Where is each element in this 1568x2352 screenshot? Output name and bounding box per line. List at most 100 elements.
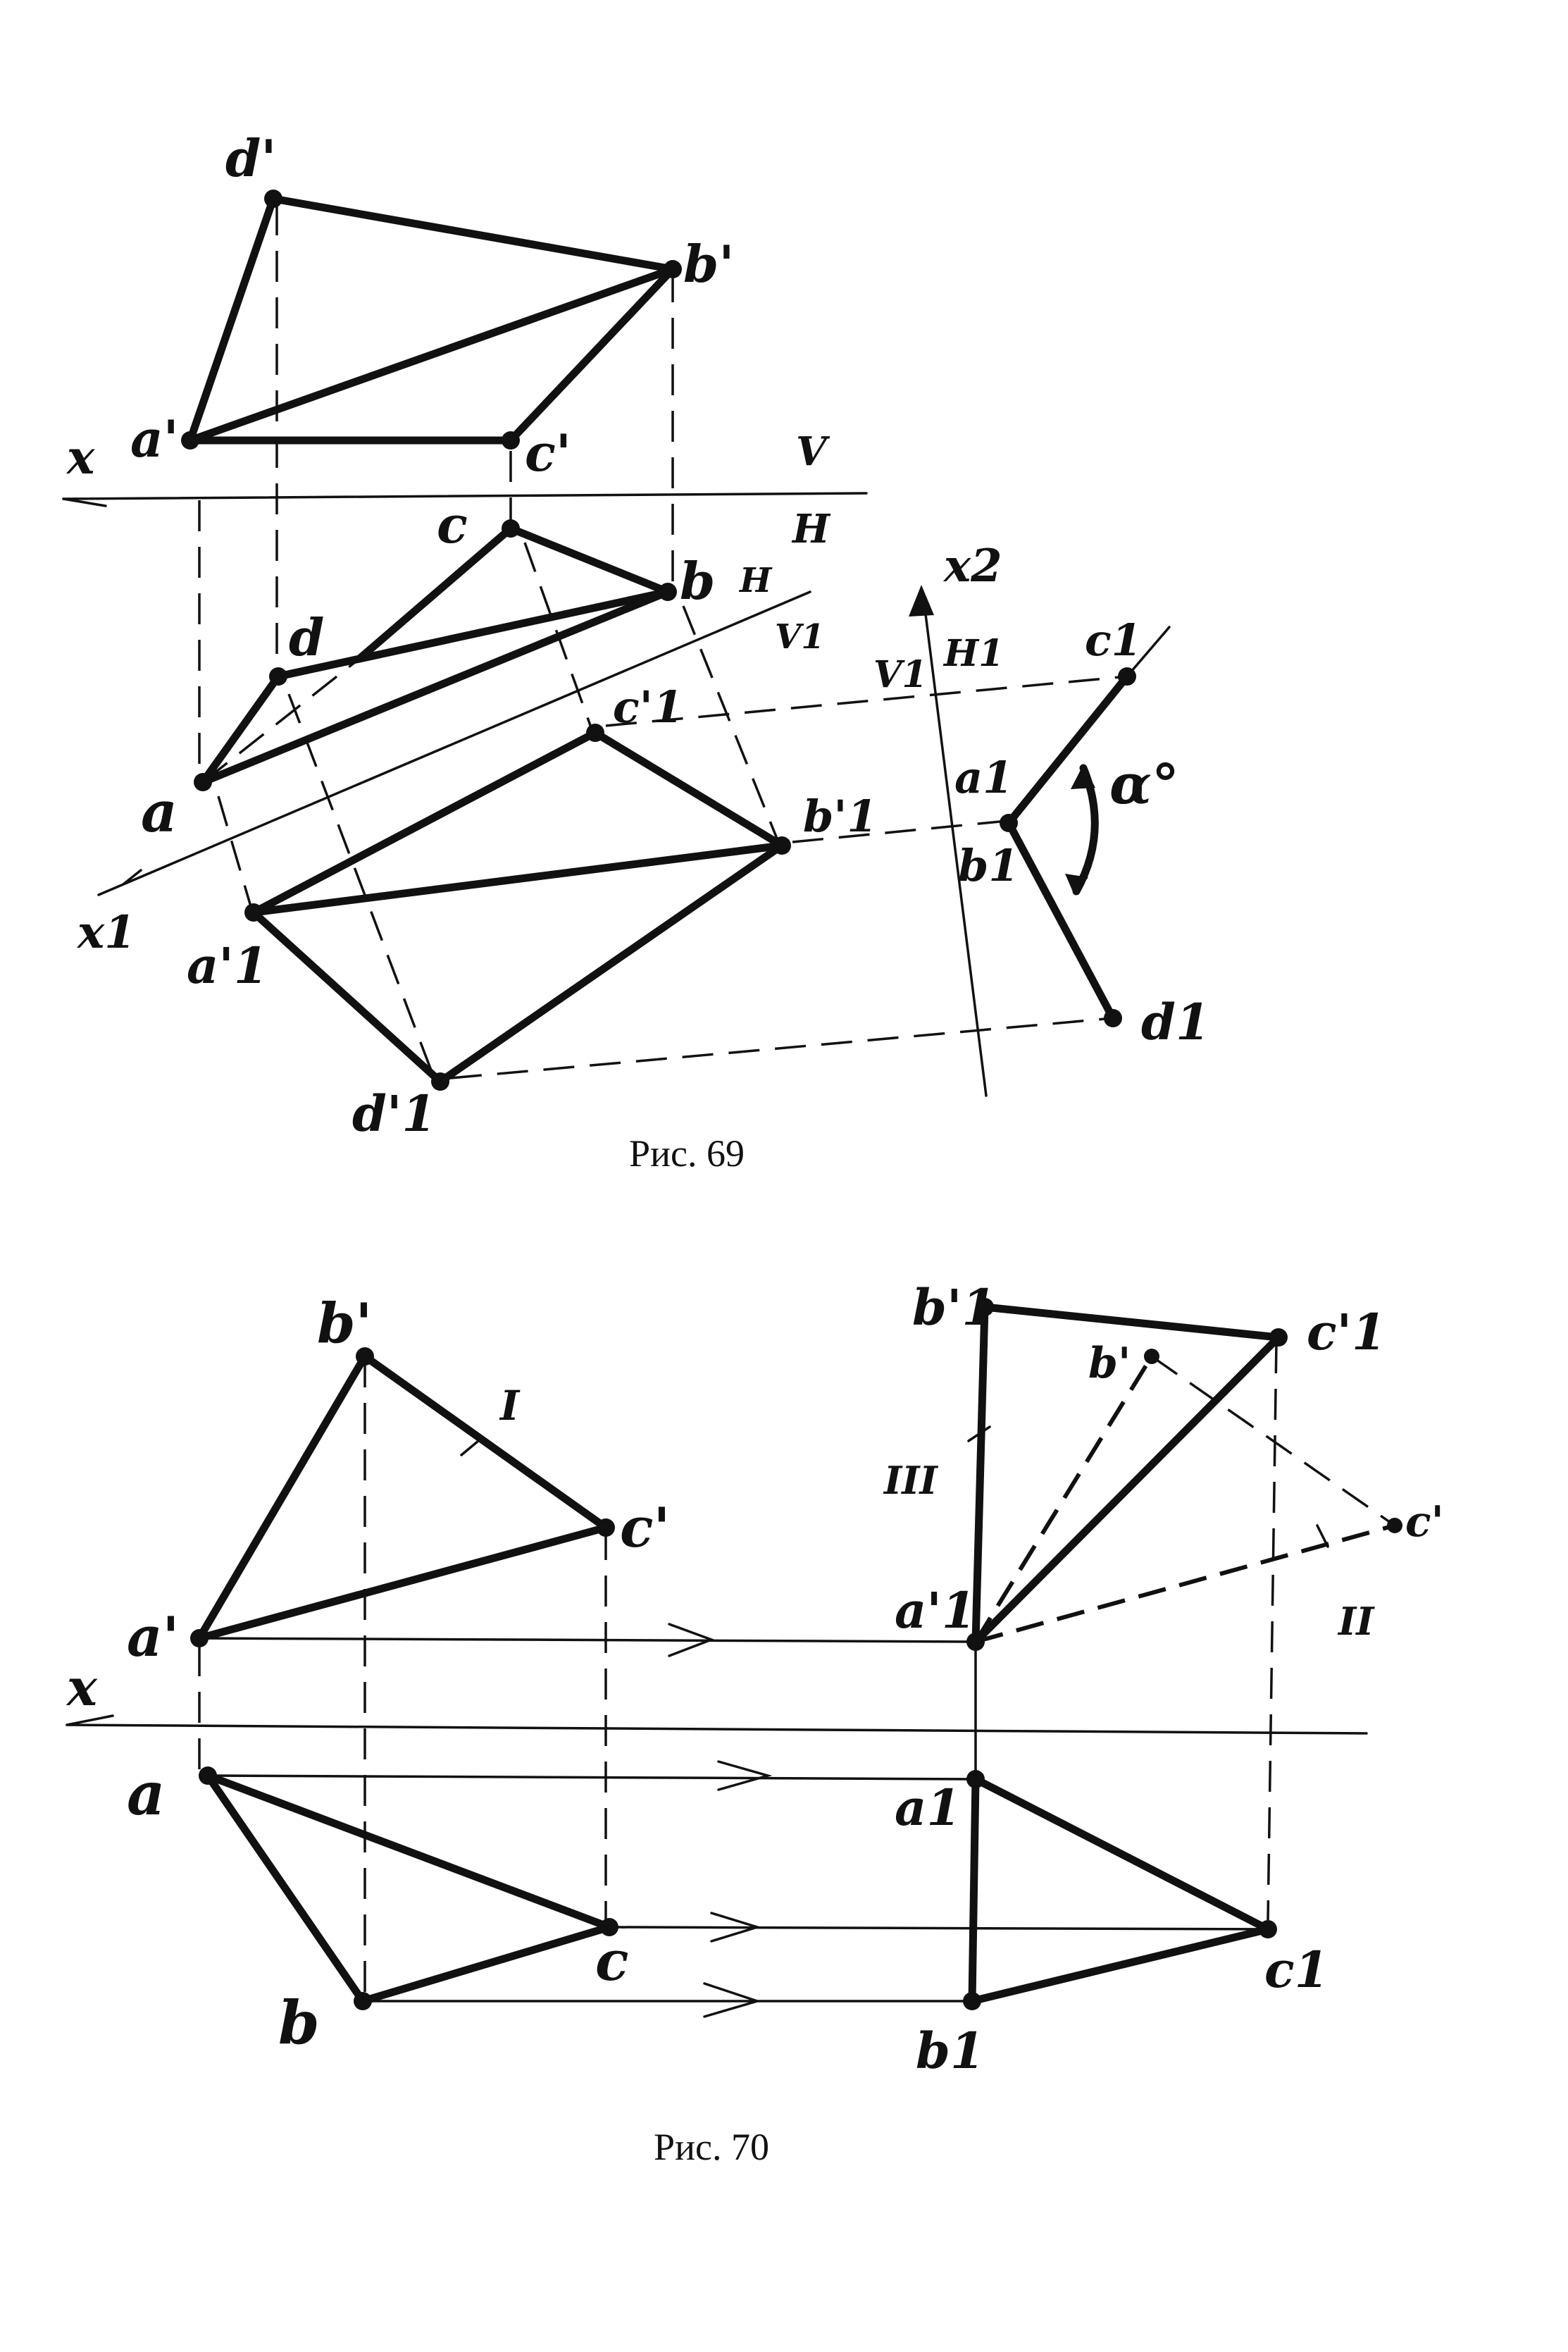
label-c: c (437, 495, 468, 555)
original-edge-ab (973, 1355, 1154, 1643)
point-a-fig70 (199, 1766, 217, 1785)
horizontal-edge-ab (199, 588, 672, 786)
axis-x2 (921, 590, 988, 1097)
label-a1: a1 (954, 752, 1013, 803)
label-c1-fig70: c1 (1264, 1941, 1329, 1999)
link-line-a1 (217, 796, 255, 917)
frontal-projection-abcd (186, 194, 677, 445)
point-a-prime-fig70 (190, 1629, 209, 1647)
label-d: d (289, 607, 324, 667)
label-c1-prime-fig70: c'1 (1307, 1303, 1386, 1361)
auxiliary-projection-abcd (249, 729, 786, 1086)
edge-view-a1-c1 (1004, 672, 1131, 827)
label-a1-fig70: a1 (895, 1778, 961, 1837)
frontal-diagonal-ab (186, 265, 677, 445)
point-a-prime (181, 431, 199, 450)
label-alpha: α° (1109, 753, 1179, 817)
link-line-c1 (523, 542, 593, 730)
label-d1: d1 (1141, 993, 1210, 1051)
label-V1-x2: V1 (873, 653, 928, 696)
transfer-arrow-b (703, 1982, 761, 2018)
caption-fig70: Рис. 70 (654, 2126, 769, 2168)
tick-III (967, 1425, 991, 1442)
point-b-prime-original (1144, 1349, 1159, 1364)
point-d1 (1104, 1009, 1122, 1027)
point-b-prime (664, 260, 682, 278)
rotated-frontal-triangle (971, 1303, 1283, 1646)
label-b-prime-fig70: b' (317, 1292, 372, 1356)
original-edge-bc (1151, 1355, 1395, 1527)
label-a-prime-fig70: a' (127, 1605, 179, 1669)
figure-70: b' I c' a' x a c b b'1 c'1 b' III c' a'1… (66, 1278, 1444, 2168)
transfer-arrow-a (717, 1760, 773, 1791)
transfer-line-a-prime (198, 1637, 977, 1643)
edge-view-a1-d1 (1004, 819, 1117, 1022)
caption-fig69: Рис. 69 (629, 1132, 745, 1175)
label-III: III (883, 1458, 939, 1503)
point-b1-fig70 (963, 1992, 981, 2010)
link-line-b1-a1 (792, 819, 1008, 843)
label-b-fig70: b (278, 1988, 320, 2057)
original-edge-ac (975, 1523, 1395, 1644)
axis-x-arrow-fig70 (66, 1714, 114, 1726)
transfer-line-a (210, 1774, 977, 1781)
edge-view-extension (1126, 626, 1171, 678)
label-b1-fig70: b1 (916, 2022, 985, 2080)
point-d-prime (264, 190, 282, 208)
point-c-prime-fig70 (597, 1518, 615, 1537)
angle-arc-arrow-top (1071, 765, 1095, 789)
axis-x2-arrowhead (909, 585, 934, 617)
label-H-x1: H (738, 561, 773, 600)
label-d-prime: d' (225, 128, 276, 188)
label-x2: x2 (942, 540, 1002, 593)
label-x-fig70: x (66, 1657, 98, 1717)
label-b-prime-original: b' (1088, 1339, 1131, 1388)
frontal-triangle-abc (195, 1352, 610, 1642)
point-b-fig70 (354, 1992, 372, 2010)
label-a-prime: a' (130, 409, 179, 469)
angle-arc-arrow-bottom (1065, 874, 1088, 895)
point-b-prime-fig70 (356, 1347, 374, 1366)
label-b-prime: b' (683, 234, 734, 294)
label-a-fig70: a (127, 1759, 165, 1828)
link-line-d1 (287, 693, 438, 1086)
point-c1 (1118, 667, 1136, 686)
label-b1-prime-fig70: b'1 (912, 1278, 996, 1337)
horizontal-triangle-abc (204, 1771, 614, 2005)
label-a1-prime-fig70: a'1 (895, 1581, 976, 1640)
point-c1-prime (586, 724, 604, 742)
transfer-arrow-c (710, 1912, 761, 1943)
label-c-prime: c' (525, 423, 571, 483)
point-c-fig70 (600, 1918, 618, 1936)
transfer-line-c (611, 1926, 1269, 1931)
link-line-c1-c1 (605, 675, 1128, 727)
axis-x1 (97, 590, 811, 896)
axis-x-fig69 (62, 492, 868, 500)
point-a (194, 773, 212, 791)
point-a1-b1 (1000, 814, 1018, 832)
label-d1-prime: d'1 (352, 1084, 436, 1143)
point-b (659, 583, 677, 601)
label-c-fig70: c (595, 1929, 629, 1993)
label-H: H (791, 506, 831, 552)
rotated-horizontal-triangle (968, 1775, 1272, 2005)
horizontal-projection-abcd (199, 524, 672, 786)
transfer-arrow-a-prime (668, 1623, 715, 1657)
tick-II (1316, 1524, 1329, 1548)
label-c-prime-original: c' (1405, 1497, 1444, 1547)
point-c1-prime-fig70 (1269, 1328, 1288, 1347)
point-a1-prime (244, 903, 263, 922)
label-H1: H1 (942, 632, 1004, 675)
point-c-prime-original (1387, 1518, 1402, 1533)
label-b1: b1 (958, 840, 1019, 891)
auxiliary-diagonal-ab (249, 841, 786, 917)
label-I: I (499, 1382, 521, 1430)
point-d (269, 667, 287, 686)
label-x-fig69: x (66, 430, 95, 485)
axis-x1-arrow (122, 869, 142, 886)
point-d1-prime (431, 1072, 449, 1091)
label-II: II (1337, 1599, 1375, 1644)
label-b: b (680, 551, 715, 611)
